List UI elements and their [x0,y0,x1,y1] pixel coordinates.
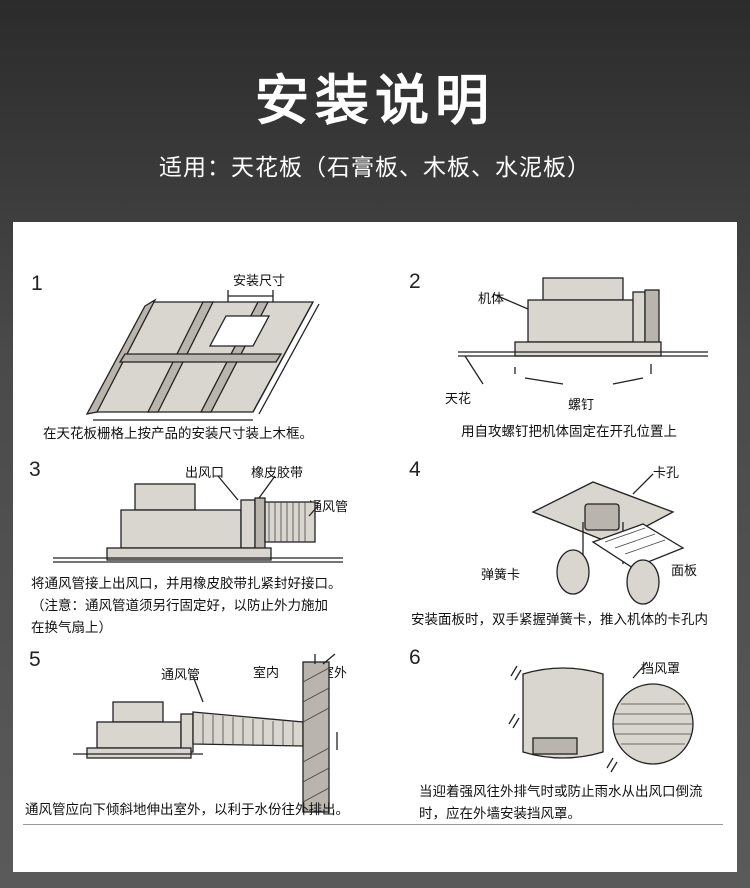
step-1-caption: 在天花板栅格上按产品的安装尺寸装上木框。 [43,426,313,442]
step-1-number: 1 [31,272,43,295]
wind-hood-illustration [508,661,694,773]
step-4-number: 4 [409,458,421,481]
step-4-label-panel: 面板 [671,564,698,579]
step-6-label-hood: 挡风罩 [641,662,681,677]
step-5-label-duct: 通风管 [161,668,201,683]
step-6-caption-line-1: 当迎着强风往外排气时或防止雨水从出风口倒流 [419,784,703,800]
page-subtitle: 适用：天花板（石膏板、木板、水泥板） [159,155,591,181]
step-3-caption-line-1: 将通风管接上出风口，并用橡皮胶带扎紧封好接口。 [31,576,342,592]
ceiling-grid-illustration [85,290,320,421]
instruction-panel: 1 安装尺寸 在天花板栅格上按产品的安装尺寸装上木框。 2 机体 天花 螺钉 用… [13,222,737,872]
step-3-label-band: 橡皮胶带 [251,466,304,481]
step-2-caption: 用自攻螺钉把机体固定在开孔位置上 [461,424,677,440]
step-5-caption: 通风管应向下倾斜地伸出室外，以利于水份往外排出。 [25,802,349,818]
step-4-caption: 安装面板时，双手紧握弹簧卡，推入机体的卡孔内 [411,612,708,628]
unit-mount-illustration [458,277,708,385]
step-4-label-slot: 卡孔 [653,466,680,481]
step-5-label-indoor: 室内 [253,666,280,681]
page-title: 安装说明 [255,69,495,132]
step-1-label-size: 安装尺寸 [233,274,286,289]
duct-slope-illustration [73,653,338,813]
step-6-number: 6 [409,646,421,669]
step-4-label-spring: 弹簧卡 [481,568,521,583]
step-3-label-duct: 通风管 [309,500,349,515]
step-2-label-ceiling: 天花 [445,392,472,407]
header: 安装说明 适用：天花板（石膏板、木板、水泥板） [0,0,750,222]
step-3-number: 3 [29,458,41,481]
step-3-caption-line-2: （注意：通风管道须另行固定好，以防止外力施加 [31,598,328,614]
step-6-caption-line-2: 时，应在外墙安装挡风罩。 [419,806,581,822]
step-2-label-screw: 螺钉 [568,398,595,413]
bottom-divider [23,824,723,825]
step-3-label-outlet: 出风口 [185,466,225,481]
duct-connect-illustration [53,475,343,563]
step-2-number: 2 [409,270,421,293]
panel-clip-illustration [531,473,685,605]
step-3-caption-line-3: 在换气扇上） [31,620,112,636]
step-5-number: 5 [29,648,41,671]
